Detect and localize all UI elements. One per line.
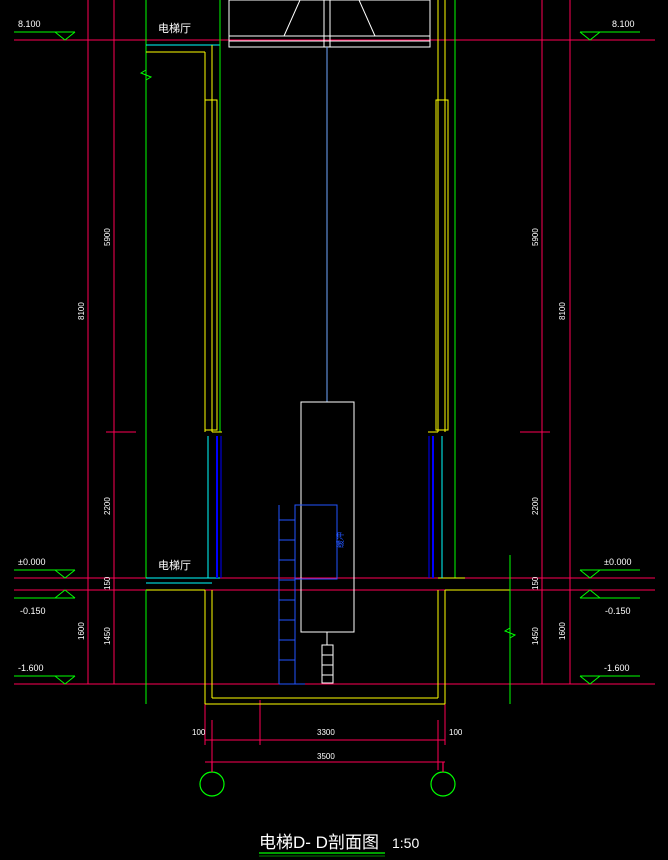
elevation-top-right: 8.100 [612, 19, 635, 29]
dim-pittotal-right: 1600 [558, 622, 567, 640]
dim-shaft-inner: 3300 [317, 728, 335, 737]
room-label-lower-lobby: 电梯厅 [158, 559, 191, 572]
dim-slab-right: 150 [531, 576, 540, 590]
dim-upper-left: 5900 [103, 228, 112, 246]
grid-axis-circle-icon [199, 762, 456, 797]
elevation-ground-left: ±0.000 [18, 557, 45, 567]
drawing-scale: 1:50 [392, 835, 419, 851]
dim-total-right: 8100 [558, 302, 567, 320]
elevation-top-left: 8.100 [18, 19, 41, 29]
dim-pittotal-left: 1600 [77, 622, 86, 640]
dim-wall-right: 100 [449, 728, 463, 737]
dim-door-left: 2200 [103, 497, 112, 515]
top-machine [228, 0, 431, 48]
dim-pitdepth-left: 1450 [103, 627, 112, 645]
dim-door-right: 2200 [531, 497, 540, 515]
elevation-pit-left: -1.600 [18, 663, 44, 673]
dim-upper-right: 5900 [531, 228, 540, 246]
dim-wall-left: 100 [192, 728, 206, 737]
drawing-title: 电梯D- D剖面图 1:50 [259, 833, 419, 857]
elevation-minus150-left: -0.150 [20, 606, 46, 616]
dim-slab-left: 150 [103, 576, 112, 590]
dim-pitdepth-right: 1450 [531, 627, 540, 645]
elevation-pit-right: -1.600 [604, 663, 630, 673]
counterweight [278, 504, 338, 685]
elevator-car [300, 401, 355, 684]
zigzag-break-line-icon [139, 62, 517, 646]
drawing-title-text: 电梯D- D剖面图 [259, 833, 379, 852]
shaft-walls [145, 0, 511, 705]
elevation-ground-right: ±0.000 [604, 557, 631, 567]
dim-total-left: 8100 [77, 302, 86, 320]
level-lines [14, 0, 655, 770]
room-label-upper-lobby: 电梯厅 [158, 22, 191, 35]
buffer-label: 缓冲 [335, 532, 345, 548]
landing-doors [207, 431, 443, 578]
triangle-elevation-marker-icon [14, 31, 640, 685]
elevation-minus150-right: -0.150 [605, 606, 631, 616]
dim-shaft-outer: 3500 [317, 752, 335, 761]
